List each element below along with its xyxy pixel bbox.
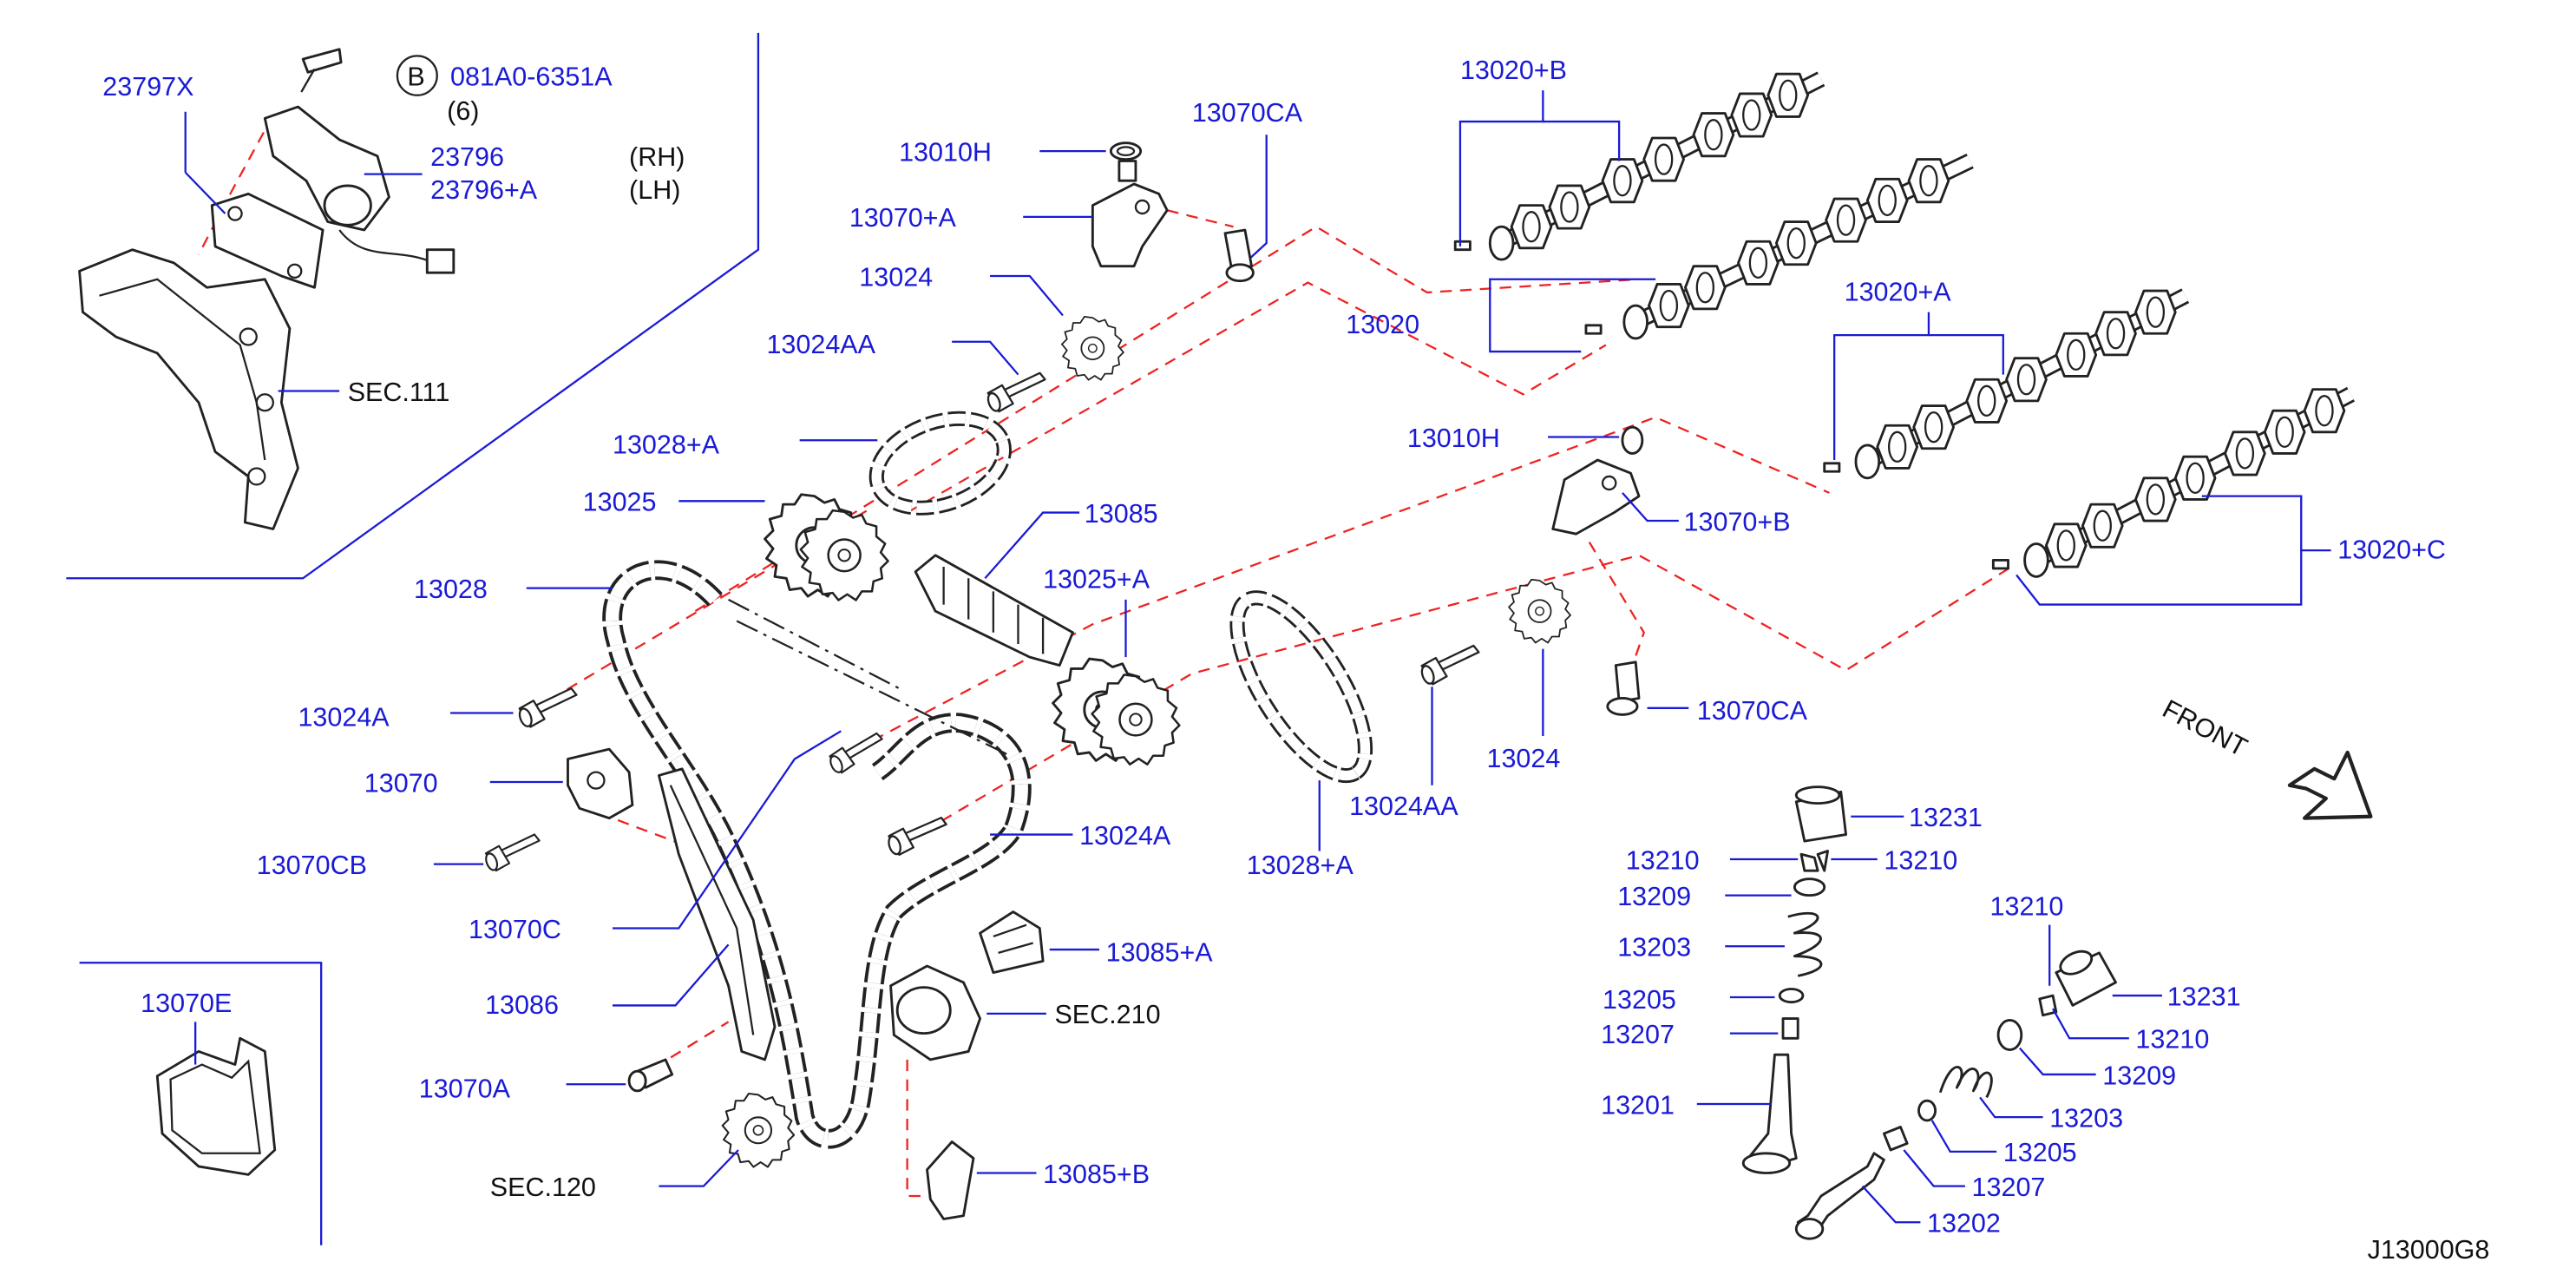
chain-guide-13085	[914, 554, 1074, 667]
label-13085: 13085	[1085, 499, 1158, 529]
label-13210-lowbot: 13210	[2135, 1025, 2209, 1055]
bolt-13024aa-upper	[983, 370, 1052, 415]
label-13024-upper: 13024	[859, 262, 933, 292]
label-23796a: 23796+A	[430, 175, 538, 205]
plunger-13070a	[627, 1058, 674, 1093]
label-13209-lower: 13209	[2102, 1061, 2176, 1090]
bolt-marker: B	[407, 62, 424, 92]
bolt-13024a-center	[884, 814, 953, 858]
cam-sensor-drawing	[263, 48, 456, 274]
label-13020: 13020	[1346, 310, 1419, 339]
timing-chain-13028	[602, 560, 1032, 1149]
label-13070ca-upper: 13070CA	[1192, 98, 1303, 128]
label-13070b: 13070+B	[1684, 508, 1791, 537]
label-13231-lower: 13231	[2167, 982, 2241, 1012]
label-13024aa-lower: 13024AA	[1349, 792, 1458, 821]
label-13070ca-lower: 13070CA	[1697, 696, 1808, 726]
label-13010h-lower: 13010H	[1407, 424, 1500, 453]
sprocket-13024-lower	[1508, 578, 1571, 644]
tensioner-13070a	[1091, 160, 1169, 268]
label-13020a: 13020+A	[1845, 278, 1952, 307]
label-13210-left: 13210	[1626, 845, 1700, 875]
label-13207-upper: 13207	[1601, 1020, 1675, 1049]
valve-train-upright	[1741, 785, 1847, 1174]
chain-13028a-upper	[868, 411, 1012, 516]
bolt-quantity: (6)	[447, 96, 479, 126]
bolt-13070ca-upper	[1223, 228, 1255, 283]
label-13070cb: 13070CB	[257, 851, 367, 880]
label-13070: 13070	[364, 768, 438, 798]
label-13070c: 13070C	[469, 915, 561, 944]
diagram-code: J13000G8	[2368, 1235, 2490, 1265]
label-13085b: 13085+B	[1043, 1160, 1150, 1189]
side-rh: (RH)	[629, 142, 685, 172]
front-cover-drawing	[78, 248, 299, 530]
label-23796: 23796	[430, 142, 504, 172]
label-23797x: 23797X	[102, 72, 193, 102]
label-13028: 13028	[414, 575, 488, 604]
camshaft-13020a	[1823, 288, 2190, 480]
section-ref-210: SEC.210	[1054, 1000, 1160, 1029]
bolt-13070cb	[482, 831, 546, 874]
label-13231-upper: 13231	[1909, 803, 1983, 832]
label-13024a-left: 13024A	[298, 703, 390, 733]
chain-13028a-lower	[1229, 590, 1373, 784]
label-13070a: 13070A	[419, 1074, 511, 1104]
bolt-part-number: 081A0-6351A	[450, 62, 613, 92]
label-13086: 13086	[485, 990, 559, 1020]
label-13024aa-upper: 13024AA	[766, 330, 875, 359]
label-13020b: 13020+B	[1460, 56, 1567, 85]
label-13209-upper: 13209	[1617, 882, 1691, 911]
inset-top-frame	[66, 32, 760, 580]
label-13202: 13202	[1927, 1209, 2001, 1239]
camshaft-13020	[1584, 153, 1974, 340]
sprocket-13024-upper	[1060, 316, 1124, 381]
camshaft-13020c	[1991, 386, 2355, 578]
chain-guide-13085b	[926, 1140, 975, 1220]
label-13210-lowtop: 13210	[1990, 891, 2064, 921]
label-13207-lower: 13207	[1972, 1173, 2046, 1202]
label-13028a-upper: 13028+A	[613, 430, 720, 460]
bolt-13024a-left	[515, 685, 583, 731]
front-label: FRONT	[2158, 694, 2252, 763]
label-13025: 13025	[583, 488, 657, 517]
chain-guide-13085a	[979, 910, 1045, 974]
bolt-13024aa-lower	[1417, 642, 1485, 688]
label-13024-lower: 13024	[1486, 744, 1560, 773]
bolt-marker-circle	[396, 55, 438, 96]
seal-ring-13010h-upper	[1109, 141, 1143, 161]
valve-train-diagonal	[1794, 950, 2117, 1240]
camshaft-13020b	[1453, 71, 1825, 261]
label-13205-lower: 13205	[2003, 1138, 2077, 1167]
water-pump-drawing	[889, 964, 982, 1061]
sprocket-13025	[764, 493, 889, 601]
seal-ring-13010h-lower	[1621, 425, 1644, 455]
gasket-drawing	[155, 1036, 277, 1176]
label-13203-upper: 13203	[1617, 933, 1691, 963]
label-13210-right: 13210	[1884, 845, 1957, 875]
label-13085a: 13085+A	[1106, 937, 1214, 967]
label-13028a-lower: 13028+A	[1247, 851, 1354, 880]
label-13201: 13201	[1601, 1090, 1675, 1120]
label-13024a-center: 13024A	[1079, 821, 1171, 851]
label-13020c: 13020+C	[2337, 536, 2446, 565]
side-lh: (LH)	[629, 175, 680, 205]
tensioner-13070	[567, 747, 634, 820]
section-ref-120: SEC.120	[490, 1173, 596, 1202]
section-ref-111: SEC.111	[348, 378, 450, 407]
sprocket-13025a	[1052, 657, 1181, 766]
inset-bottom-frame	[79, 962, 323, 1245]
label-13203-lower: 13203	[2049, 1104, 2123, 1134]
slack-guide-13086	[657, 767, 777, 1061]
bolt-13070ca-lower	[1606, 660, 1641, 716]
label-13070e: 13070E	[141, 989, 232, 1018]
label-13010h-upper: 13010H	[899, 138, 992, 168]
label-13070a-plus: 13070+A	[849, 203, 957, 233]
label-13025a: 13025+A	[1043, 565, 1150, 595]
label-13205-upper: 13205	[1603, 985, 1676, 1015]
tensioner-13070b	[1551, 458, 1641, 536]
front-arrow-icon	[2287, 750, 2373, 820]
sensor-bracket-drawing	[210, 192, 324, 289]
